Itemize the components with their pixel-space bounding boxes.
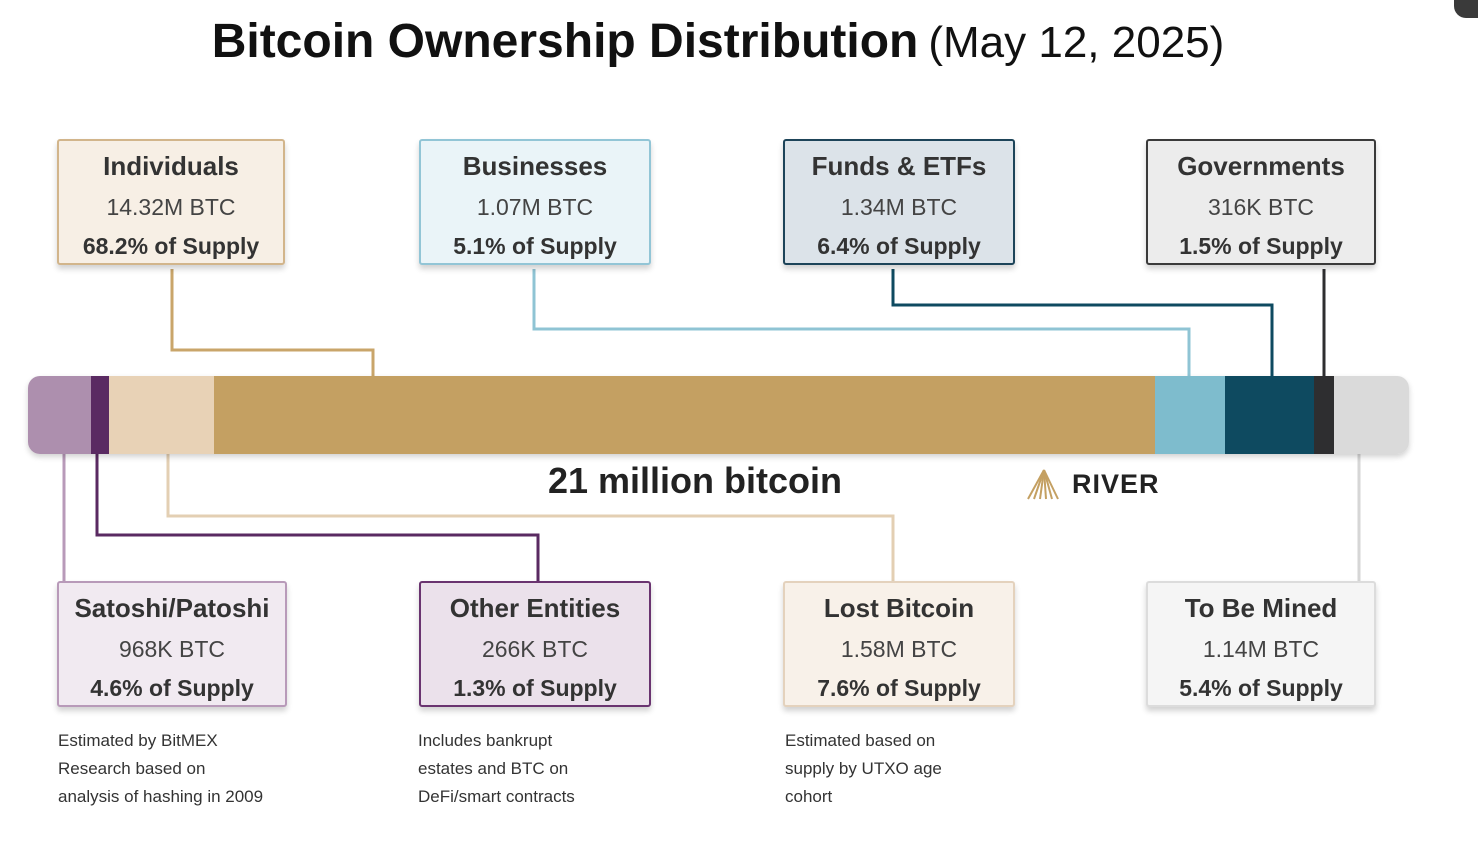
chart-title: Bitcoin Ownership Distribution(May 12, 2… — [0, 14, 1436, 69]
card-btc: 1.14M BTC — [1202, 636, 1320, 662]
note-satoshi: Estimated by BitMEX Research based on an… — [58, 727, 318, 811]
card-other-entities: Other Entities 266K BTC 1.3% of Supply — [419, 581, 651, 707]
card-name: Other Entities — [449, 593, 621, 623]
connector-other — [95, 454, 540, 581]
card-btc: 1.34M BTC — [840, 194, 958, 220]
card-businesses: Businesses 1.07M BTC 5.1% of Supply — [419, 139, 651, 265]
supply-bar — [28, 376, 1409, 454]
card-individuals: Individuals 14.32M BTC 68.2% of Supply — [57, 139, 285, 265]
note-line: Includes bankrupt — [418, 731, 553, 750]
bar-segment-governments — [1313, 376, 1335, 454]
title-date: (May 12, 2025) — [928, 18, 1225, 67]
note-line: analysis of hashing in 2009 — [58, 787, 264, 806]
bar-segment-businesses — [1155, 376, 1226, 454]
card-funds-etfs: Funds & ETFs 1.34M BTC 6.4% of Supply — [783, 139, 1015, 265]
card-btc: 968K BTC — [118, 636, 226, 662]
card-name: To Be Mined — [1184, 593, 1338, 623]
card-name: Governments — [1177, 151, 1345, 181]
card-name: Satoshi/Patoshi — [74, 593, 270, 623]
bar-segment-individuals — [214, 376, 1156, 454]
card-percent: 5.1% of Supply — [453, 233, 617, 259]
card-name: Funds & ETFs — [811, 151, 987, 181]
card-btc: 316K BTC — [1207, 194, 1315, 220]
title-main: Bitcoin Ownership Distribution — [211, 15, 919, 68]
connector-funds — [891, 269, 1274, 376]
card-percent: 5.4% of Supply — [1179, 675, 1343, 701]
bar-segment-lost-bitcoin — [109, 376, 215, 454]
bar-segment-satoshi-patoshi — [28, 376, 92, 454]
river-wordmark: RIVER — [1072, 468, 1160, 499]
note-other-entities: Includes bankrupt estates and BTC on DeF… — [418, 727, 678, 811]
connector-lost — [166, 454, 895, 581]
card-satoshi-patoshi: Satoshi/Patoshi 968K BTC 4.6% of Supply — [57, 581, 287, 707]
note-lost-bitcoin: Estimated based on supply by UTXO age co… — [785, 727, 1045, 811]
river-logo: RIVER — [1026, 466, 1160, 502]
card-btc: 1.07M BTC — [476, 194, 594, 220]
note-line: supply by UTXO age — [785, 759, 942, 778]
card-governments: Governments 316K BTC 1.5% of Supply — [1146, 139, 1376, 265]
connector-individuals — [170, 269, 375, 376]
card-percent: 1.3% of Supply — [453, 675, 617, 701]
river-mountain-icon — [1027, 469, 1059, 500]
note-line: estates and BTC on — [418, 759, 569, 778]
note-line: Research based on — [58, 759, 206, 778]
card-name: Individuals — [103, 151, 239, 181]
card-percent: 4.6% of Supply — [90, 675, 254, 701]
note-line: cohort — [785, 787, 833, 806]
bar-segment-other-entities — [91, 376, 110, 454]
bar-segment-to-be-mined — [1334, 376, 1409, 454]
card-percent: 1.5% of Supply — [1179, 233, 1343, 259]
corner-badge — [1454, 0, 1478, 18]
card-btc: 1.58M BTC — [840, 636, 958, 662]
card-percent: 6.4% of Supply — [817, 233, 981, 259]
card-name: Businesses — [462, 151, 608, 181]
note-line: DeFi/smart contracts — [418, 787, 575, 806]
card-name: Lost Bitcoin — [823, 593, 975, 623]
card-btc: 266K BTC — [481, 636, 589, 662]
connector-businesses — [532, 269, 1191, 376]
card-btc: 14.32M BTC — [106, 194, 236, 220]
note-line: Estimated by BitMEX — [58, 731, 218, 750]
card-percent: 7.6% of Supply — [817, 675, 981, 701]
note-line: Estimated based on — [785, 731, 936, 750]
bar-segment-funds-etfs — [1225, 376, 1314, 454]
card-lost-bitcoin: Lost Bitcoin 1.58M BTC 7.6% of Supply — [783, 581, 1015, 707]
card-percent: 68.2% of Supply — [82, 233, 260, 259]
bar-subtitle: 21 million bitcoin — [547, 460, 843, 501]
card-to-be-mined: To Be Mined 1.14M BTC 5.4% of Supply — [1146, 581, 1376, 707]
